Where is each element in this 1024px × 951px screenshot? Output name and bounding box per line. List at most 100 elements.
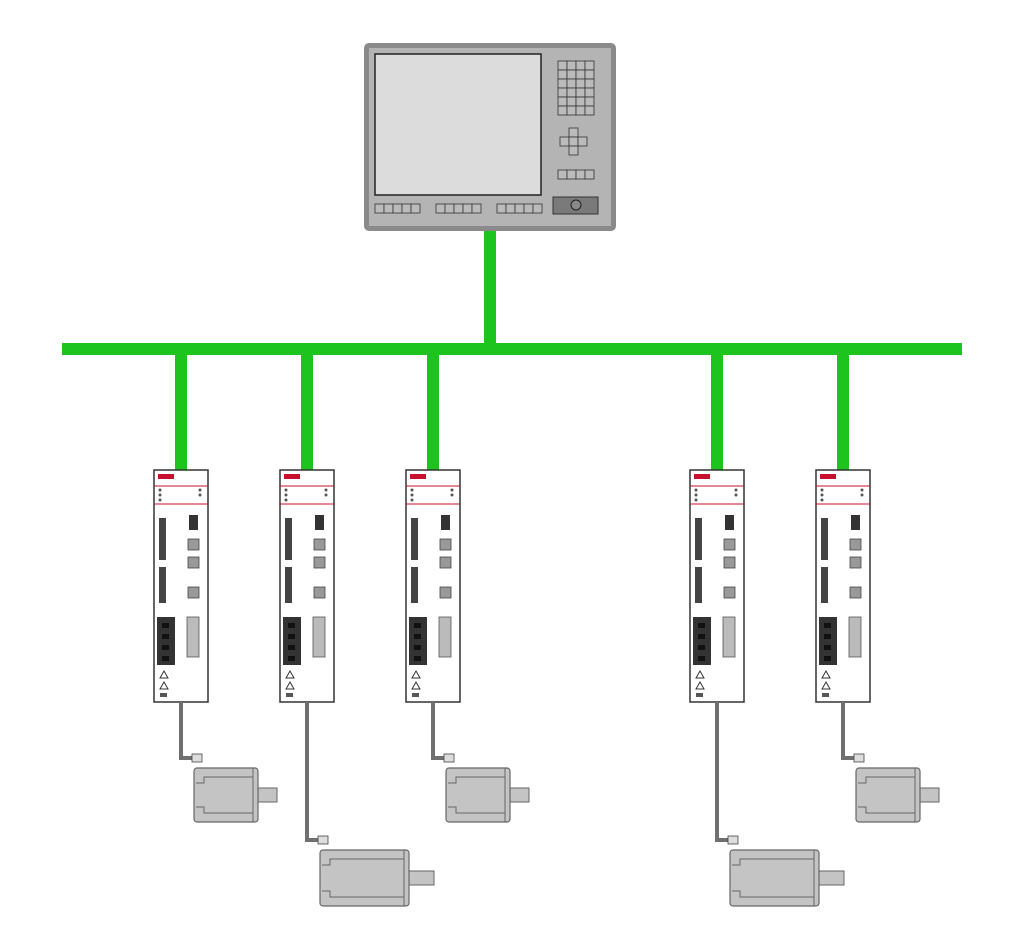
status-led <box>820 488 824 492</box>
rj45-port <box>723 556 736 569</box>
power-pin <box>162 656 169 661</box>
keypad-key <box>584 78 595 89</box>
hmi-screen <box>374 53 542 196</box>
cable-connector <box>191 753 203 763</box>
dpad-key <box>568 145 579 156</box>
motor-shaft <box>818 870 845 886</box>
softkey <box>505 203 516 214</box>
cable-connector <box>853 753 865 763</box>
keypad-key <box>575 78 586 89</box>
power-connector <box>157 617 175 665</box>
status-led <box>694 488 698 492</box>
power-pin <box>824 656 831 661</box>
motor-detail <box>196 776 253 814</box>
status-led <box>324 488 328 492</box>
softkey <box>410 203 421 214</box>
status-led <box>410 488 414 492</box>
warning-icon <box>821 669 831 679</box>
power-pin <box>162 623 169 628</box>
power-pin <box>824 645 831 650</box>
io-connector-x2 <box>695 567 702 603</box>
usb-port <box>725 515 734 530</box>
status-led <box>158 488 162 492</box>
keypad-key <box>557 87 568 98</box>
power-pin <box>698 645 705 650</box>
motor-detail <box>448 776 505 814</box>
power-pin <box>414 634 421 639</box>
power-pin <box>414 623 421 628</box>
status-led <box>860 488 864 492</box>
drive-bus-drop <box>427 355 439 471</box>
keypad-key <box>566 60 577 71</box>
power-pin <box>288 623 295 628</box>
status-led <box>450 493 454 497</box>
status-led <box>694 493 698 497</box>
softkey <box>532 203 543 214</box>
keypad-key <box>575 69 586 80</box>
power-pin <box>698 656 705 661</box>
io-connector-x2 <box>159 567 166 603</box>
drive-unit-5 <box>815 355 940 823</box>
io-connector-x2 <box>285 567 292 603</box>
status-led <box>410 498 414 502</box>
fieldbus <box>62 228 962 355</box>
rj45-port <box>849 556 862 569</box>
keypad-key <box>584 87 595 98</box>
io-connector-x1 <box>821 518 828 560</box>
keypad-key <box>584 96 595 107</box>
warning-icon <box>411 669 421 679</box>
rj45-port <box>723 538 736 551</box>
status-led <box>284 488 288 492</box>
power-pin <box>162 634 169 639</box>
motor-body <box>319 849 410 907</box>
motor-body <box>855 767 921 823</box>
motor-shaft <box>919 787 940 803</box>
function-key <box>566 169 577 180</box>
function-key <box>575 169 586 180</box>
motor-detail <box>858 776 915 814</box>
brand-logo <box>820 474 836 479</box>
motor-cable <box>305 702 321 842</box>
power-connector <box>283 617 301 665</box>
rj45-port <box>723 586 736 599</box>
rj45-port <box>439 556 452 569</box>
keypad-key <box>575 96 586 107</box>
keypad-key <box>557 105 568 116</box>
function-key <box>557 169 568 180</box>
drive-bus-drop <box>301 355 313 471</box>
keypad-key <box>566 87 577 98</box>
warning-icon <box>695 669 705 679</box>
keypad-key <box>557 60 568 71</box>
keypad-key <box>566 69 577 80</box>
feedback-connector <box>186 616 200 658</box>
motor-cable <box>179 702 195 760</box>
status-led <box>820 498 824 502</box>
status-led <box>158 498 162 502</box>
status-led <box>284 493 288 497</box>
servo-drives <box>153 355 940 907</box>
cable-connector <box>727 835 739 845</box>
motor-detail <box>732 858 814 898</box>
motor-shaft <box>509 787 530 803</box>
rj45-port <box>313 556 326 569</box>
keypad-key <box>584 69 595 80</box>
io-connector-x2 <box>411 567 418 603</box>
softkey <box>471 203 482 214</box>
power-pin <box>698 634 705 639</box>
status-led <box>860 493 864 497</box>
drive-unit-3 <box>405 355 530 823</box>
status-led <box>694 498 698 502</box>
bus-line <box>62 343 962 355</box>
drive-unit-4 <box>689 355 845 907</box>
power-pin <box>824 623 831 628</box>
dpad-key <box>577 136 588 147</box>
feedback-connector <box>722 616 736 658</box>
softkey <box>496 203 507 214</box>
power-connector <box>819 617 837 665</box>
warning-icon <box>159 669 169 679</box>
status-led <box>198 488 202 492</box>
power-connector <box>693 617 711 665</box>
motor-body <box>193 767 259 823</box>
dpad-key <box>568 127 579 138</box>
